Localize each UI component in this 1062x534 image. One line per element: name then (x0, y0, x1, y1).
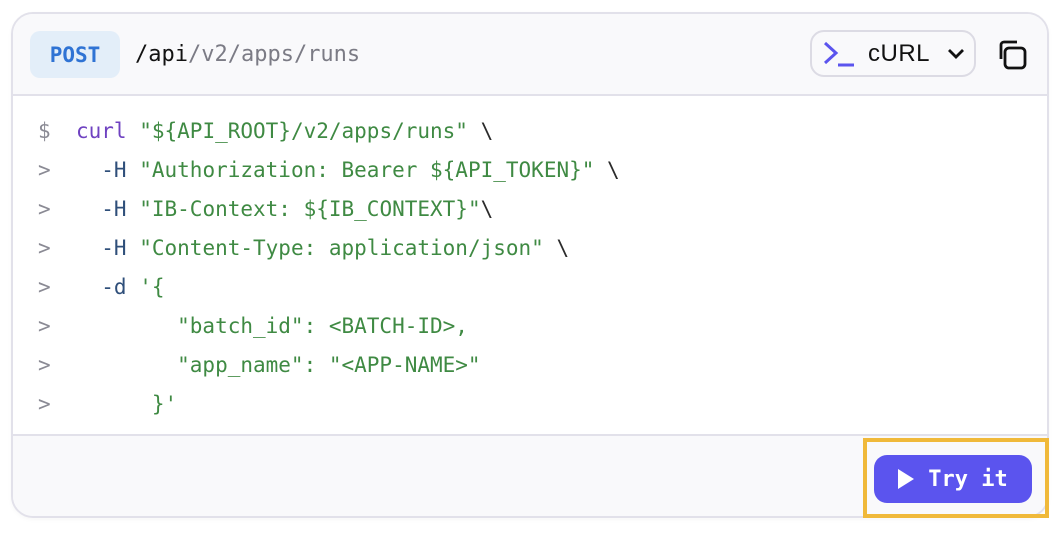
code-line: > -H "Authorization: Bearer ${API_TOKEN}… (13, 151, 1047, 190)
chevron-down-icon (946, 47, 966, 61)
code-token (127, 119, 140, 143)
code-token (127, 197, 140, 221)
code-content: -H "Authorization: Bearer ${API_TOKEN}" … (76, 151, 620, 190)
code-token (127, 236, 140, 260)
api-request-card: POST /api/v2/apps/runs cURL $ curl "${API… (11, 12, 1049, 518)
code-line: > -H "IB-Context: ${IB_CONTEXT}"\ (13, 190, 1047, 229)
endpoint-path-rest: /v2/apps/runs (187, 42, 361, 67)
language-selector[interactable]: cURL (810, 30, 976, 77)
code-prompt: > (38, 236, 51, 260)
code-line: $ curl "${API_ROOT}/v2/apps/runs" \ (13, 112, 1047, 151)
http-method-badge: POST (30, 31, 120, 78)
code-prompt: > (38, 314, 51, 338)
code-line: > }' (13, 385, 1047, 424)
code-prompt: > (38, 353, 51, 377)
code-token: "Authorization: Bearer ${API_TOKEN}" (139, 158, 595, 182)
terminal-icon (822, 39, 856, 69)
code-content: "app_name": "<APP-NAME>" (76, 346, 481, 385)
code-prompt: > (38, 392, 51, 416)
code-content: "batch_id": <BATCH-ID>, (76, 307, 468, 346)
code-content: -d '{ (76, 268, 165, 307)
code-line: > "app_name": "<APP-NAME>" (13, 346, 1047, 385)
code-content: }' (76, 385, 177, 424)
code-token: \ (480, 197, 494, 221)
code-prompt: > (38, 158, 51, 182)
code-token: "IB-Context: ${IB_CONTEXT}" (139, 197, 481, 221)
code-token: \ (543, 236, 570, 260)
code-token: }' (76, 392, 178, 416)
endpoint-path-base: /api (135, 42, 188, 67)
code-token: -H (76, 158, 127, 182)
try-it-button[interactable]: Try it (874, 455, 1032, 503)
code-token (127, 275, 140, 299)
code-token: curl (76, 119, 127, 143)
endpoint-path: /api/v2/apps/runs (135, 38, 360, 72)
copy-icon[interactable] (996, 38, 1030, 72)
code-token: -H (76, 236, 127, 260)
try-it-label: Try it (928, 466, 1008, 492)
code-content: -H "Content-Type: application/json" \ (76, 229, 569, 268)
code-token: \ (594, 158, 620, 182)
language-label: cURL (868, 39, 931, 67)
code-token: "batch_id": <BATCH-ID>, (76, 314, 468, 338)
code-token: "app_name": "<APP-NAME>" (76, 353, 481, 377)
request-header: POST /api/v2/apps/runs cURL (13, 14, 1047, 96)
code-prompt: > (38, 197, 51, 221)
code-content: curl "${API_ROOT}/v2/apps/runs" \ (76, 112, 493, 151)
code-line: > "batch_id": <BATCH-ID>, (13, 307, 1047, 346)
code-token: '{ (139, 275, 165, 299)
play-icon (898, 469, 915, 489)
code-content: -H "IB-Context: ${IB_CONTEXT}"\ (76, 190, 493, 229)
code-prompt: > (38, 275, 51, 299)
code-line: > -H "Content-Type: application/json" \ (13, 229, 1047, 268)
code-block: $curl "${API_ROOT}/v2/apps/runs" \> -H "… (13, 96, 1047, 454)
code-token: "Content-Type: application/json" (139, 236, 544, 260)
code-prompt: $ (38, 119, 51, 143)
code-token: \ (467, 119, 494, 143)
code-line: > -d '{ (13, 268, 1047, 307)
code-token: "${API_ROOT}/v2/apps/runs" (139, 119, 468, 143)
code-token: -H (76, 197, 127, 221)
highlight-box (863, 438, 1049, 518)
code-token (127, 158, 140, 182)
code-token: -d (76, 275, 127, 299)
